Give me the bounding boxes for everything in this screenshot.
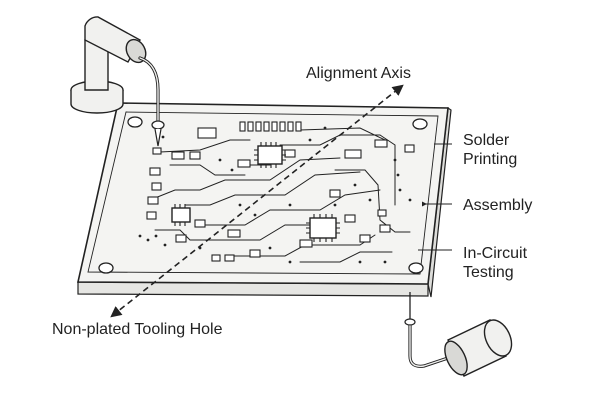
- label-assembly: Assembly: [463, 197, 532, 214]
- tooling-hole-bottom-left: [98, 262, 114, 274]
- ic-chip-center: [306, 214, 340, 242]
- label-in-circuit-line1: In-Circuit: [463, 245, 528, 262]
- label-solder-printing-line2: Printing: [463, 151, 517, 168]
- label-alignment-axis: Alignment Axis: [306, 65, 411, 82]
- bottom-probe: [404, 292, 513, 377]
- alignment-axis-line: [110, 84, 404, 318]
- ic-chip-top: [254, 142, 286, 168]
- callout-lines: [418, 143, 452, 251]
- tooling-hole-bottom-right: [408, 262, 424, 274]
- probe-needle-icon: [404, 292, 513, 377]
- tooling-hole-top-right: [412, 118, 428, 130]
- top-probe: [70, 16, 165, 147]
- label-tooling-hole: Non-plated Tooling Hole: [52, 321, 223, 338]
- tooling-hole-top-left: [127, 116, 143, 128]
- label-in-circuit-line2: Testing: [463, 264, 514, 281]
- label-solder-printing-line1: Solder: [463, 132, 510, 149]
- ic-chip-left: [171, 204, 191, 226]
- probe-needle-icon: [70, 16, 165, 147]
